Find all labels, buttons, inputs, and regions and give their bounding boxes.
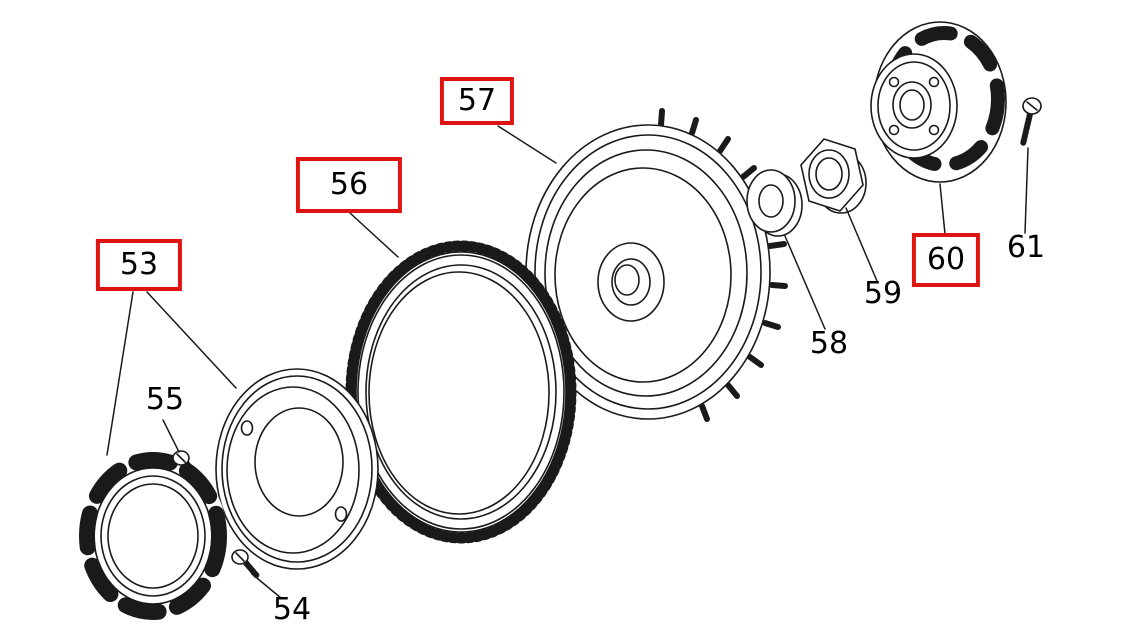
part-57-flywheel — [525, 108, 788, 422]
part-53-drum — [215, 368, 379, 570]
part-56-ring-gear — [345, 240, 577, 544]
part-label-60[interactable]: 60 — [911, 233, 981, 287]
part-53-ratchet-ring — [79, 452, 227, 620]
part-59-nut — [800, 138, 867, 214]
part-label-54[interactable]: 54 — [272, 592, 312, 627]
part-label-59[interactable]: 59 — [863, 276, 903, 311]
part-label-55[interactable]: 55 — [145, 382, 185, 417]
part-58-washer — [746, 169, 803, 237]
part-label-53[interactable]: 53 — [95, 239, 183, 291]
part-55-screw — [172, 450, 201, 480]
leader-lines — [106, 125, 1029, 599]
part-label-58[interactable]: 58 — [809, 326, 849, 361]
part-label-61[interactable]: 61 — [1006, 230, 1046, 265]
part-label-56[interactable]: 56 — [295, 157, 403, 213]
part-label-57[interactable]: 57 — [439, 77, 515, 125]
part-60-starter-hub — [870, 21, 1007, 183]
part-54-screw — [231, 549, 260, 579]
part-61-screw — [1020, 97, 1042, 147]
